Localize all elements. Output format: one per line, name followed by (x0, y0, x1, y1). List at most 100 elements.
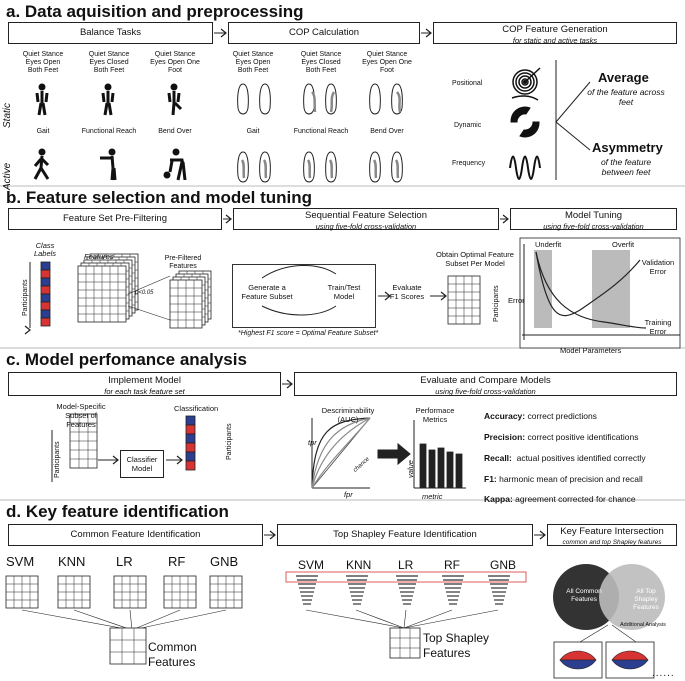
class-label-cell-7 (40, 317, 51, 327)
common-features-grid-layer-0 (109, 627, 147, 665)
asymmetry-title: Asymmetry (592, 140, 663, 155)
venn-link-2 (611, 624, 637, 643)
classifier-model-box: Classifier Model (120, 450, 164, 478)
shap-link-2 (403, 609, 407, 629)
active-task-3: Bend Over (158, 128, 192, 135)
arrow-to-classifier-head (112, 455, 119, 465)
frequency-icon (509, 155, 541, 180)
classification-cell-1 (185, 424, 196, 435)
top-features-grid-layer-0 (389, 627, 421, 659)
figure-bend-head (172, 148, 180, 156)
section-d-title: d. Key feature identification (6, 502, 229, 521)
participants-label-b2: Participants (493, 285, 500, 322)
arrow-eval-head (384, 291, 391, 301)
average-subtitle: of the feature across feet (587, 87, 665, 107)
positional-icon-ring-0 (512, 69, 538, 95)
average-title: Average (598, 70, 649, 85)
static-task-1: Quiet Stance Eyes Open Both Feet (22, 51, 64, 74)
cop-active-task-2: Functional Reach (293, 128, 349, 135)
common-model-rf: RF (168, 554, 186, 569)
class-label-cell-3 (40, 285, 51, 295)
active-side-label: Active (2, 162, 13, 190)
section-a-title: a. Data aquisition and preprocessing (6, 2, 304, 21)
common-model-svm: SVM (6, 554, 35, 569)
train-test-label: Train/Test Model (327, 283, 361, 301)
cop-static-task-1: Quiet Stance Eyes Open Both Feet (232, 51, 274, 74)
static-cop-1 (311, 91, 317, 113)
figure-one-foot-body (167, 91, 183, 116)
optimal-subset-label: Obtain Optimal Feature Subset Per Model (436, 250, 514, 268)
value-axis-label: value (406, 460, 415, 478)
metric-bar-4 (455, 453, 463, 489)
top-shapley-features-label: Top Shapley Features (423, 631, 490, 660)
shap-model-rf: RF (444, 558, 460, 572)
dynamic-icon-bottom (519, 121, 540, 138)
section-c-title: c. Model perfomance analysis (6, 350, 247, 369)
loop-arc-bottom (261, 305, 337, 316)
generate-subset-label: Generate a Feature Subset (241, 283, 293, 301)
figure-gait-body (33, 155, 50, 180)
additional-analysis-label: Additional Analysis (620, 622, 666, 628)
tpr-label: tpr (308, 438, 317, 447)
feature-prefiltering-box: Feature Set Pre-Filtering (8, 208, 222, 230)
common-link-3 (131, 609, 181, 631)
participants-label-c2: Participants (226, 423, 233, 460)
venn-right (599, 564, 665, 630)
feature-type-frequency: Frequency (452, 160, 486, 167)
roc-curve-2 (311, 417, 371, 489)
validation-curve (535, 251, 641, 317)
metric-accuracy: Accuracy: correct predictions (484, 411, 597, 421)
static-cop-2 (329, 91, 336, 113)
positional-icon-needle (524, 67, 541, 83)
section-b-title: b. Feature selection and model tuning (6, 188, 313, 207)
class-label-cell-0 (40, 261, 51, 271)
static-foot-0 (237, 83, 249, 115)
class-label-cell-5 (40, 301, 51, 311)
bracket-asymmetry (555, 121, 591, 151)
shap-model-gnb: GNB (490, 558, 517, 572)
pa-down (24, 325, 31, 335)
metric-bar-1 (428, 449, 436, 489)
static-task-3: Quiet Stance Eyes Open One Foot (150, 51, 200, 74)
venn-left-label: All Common Features (566, 588, 602, 603)
arrow-optimal-head (440, 291, 447, 301)
metric-bar-3 (446, 451, 454, 489)
venn-left (553, 564, 619, 630)
metric-bar-0 (419, 443, 427, 489)
underfit-label: Underfit (535, 240, 562, 249)
shap-link-4 (403, 609, 499, 629)
filter-line-1 (127, 275, 171, 295)
arrow-a1-head (220, 28, 227, 38)
cop-active-task-3: Bend Over (370, 128, 404, 135)
overfit-label: Overfit (612, 240, 635, 249)
active-foot-2-cop (306, 159, 312, 179)
violin-bottom-0 (559, 659, 597, 670)
participants-label-b: Participants (22, 279, 29, 316)
cop-active-task-1: Gait (246, 128, 260, 135)
participants-label-c1: Participants (54, 441, 61, 478)
validation-error-label: Validation Error (641, 258, 675, 276)
figure-reach-head (108, 148, 116, 156)
overfit-band (592, 250, 630, 328)
balance-tasks-box: Balance Tasks (8, 22, 213, 44)
selection-loop-box (232, 264, 376, 328)
shap-link-3 (403, 609, 453, 629)
dynamic-icon-arc (511, 95, 539, 101)
active-foot-1-cop (262, 159, 268, 179)
static-foot-2 (303, 83, 315, 115)
model-parameters-label: Model Parameters (560, 346, 622, 355)
metric-kappa: Kappa: agreement corrected for chance (484, 494, 636, 504)
metric-precision: Precision: correct positive identificati… (484, 432, 639, 442)
evaluate-f1-label: Evaluate F1 Scores (389, 283, 425, 301)
figure-gait-head (38, 148, 46, 156)
common-link-4 (131, 609, 227, 631)
feature-type-dynamic: Dynamic (454, 122, 482, 129)
classification-cell-5 (185, 460, 196, 471)
metric-recall: Recall: actual positives identified corr… (484, 453, 646, 463)
figure-reach-body (100, 155, 117, 181)
common-features-label: Common Features (148, 640, 197, 669)
static-side-label: Static (2, 102, 13, 128)
